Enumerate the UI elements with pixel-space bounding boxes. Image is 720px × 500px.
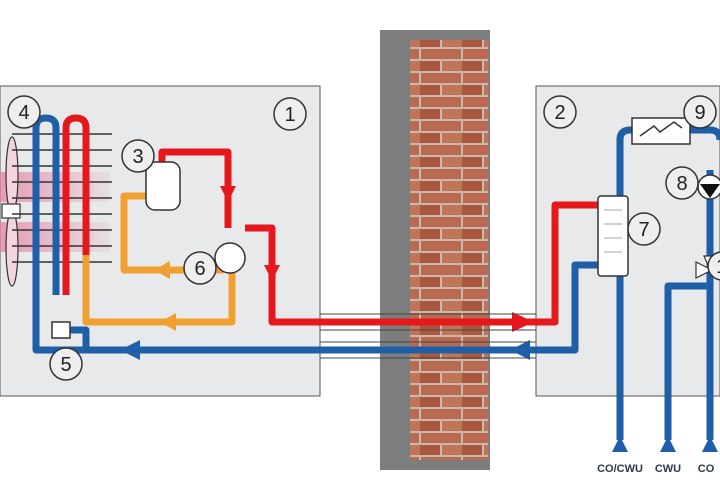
indoor-water-line — [616, 126, 720, 440]
cold-coil — [32, 114, 60, 340]
callout-3: 3 — [121, 139, 155, 173]
hot-coil — [62, 114, 90, 295]
callout-10: 1 — [707, 251, 720, 281]
callout-5: 5 — [49, 347, 83, 381]
svg-text:3: 3 — [132, 146, 143, 168]
svg-text:8: 8 — [676, 173, 687, 195]
sensor-display-icon — [631, 117, 691, 145]
callout-7: 7 — [627, 212, 661, 246]
pump-icon — [700, 184, 720, 198]
flow-arrow — [120, 340, 140, 360]
flow-arrow — [264, 265, 280, 281]
svg-text:6: 6 — [194, 258, 205, 280]
svg-text:1: 1 — [284, 104, 295, 126]
callout-1: 1 — [273, 97, 307, 131]
outlet-label-co-cwu: CO/CWU — [597, 463, 643, 475]
heat-exchanger-icon — [597, 195, 629, 277]
callout-6: 6 — [183, 251, 217, 285]
callout-9: 9 — [683, 95, 717, 129]
outlet-label-co: CO — [698, 463, 715, 475]
flow-arrow — [220, 186, 236, 202]
outlet-label-cwu: CWU — [655, 463, 681, 475]
outlet-arrow-icon — [612, 436, 628, 452]
svg-text:7: 7 — [638, 219, 649, 241]
evaporator-fins — [12, 133, 112, 263]
expansion-valve-icon — [51, 321, 71, 339]
svg-text:4: 4 — [18, 102, 29, 124]
outlet-arrow-icon — [702, 436, 718, 452]
three-way-valve-icon — [695, 261, 714, 279]
svg-text:9: 9 — [694, 102, 705, 124]
flow-arrow — [510, 340, 530, 360]
compressor-icon — [145, 161, 181, 211]
sensor-display-icon — [639, 121, 683, 137]
callout-4: 4 — [7, 95, 41, 129]
flow-arrow — [512, 312, 534, 332]
brick-wall — [380, 30, 490, 470]
svg-text:2: 2 — [554, 102, 565, 124]
svg-text:1: 1 — [716, 256, 720, 278]
callout-8: 8 — [665, 166, 699, 200]
svg-text:5: 5 — [60, 354, 71, 376]
valve-icon — [214, 242, 246, 274]
outlet-arrow-icon — [660, 436, 676, 452]
flow-arrow — [160, 313, 176, 331]
flow-arrow — [154, 261, 170, 279]
callout-2: 2 — [543, 95, 577, 129]
wall-pipes — [320, 313, 536, 359]
